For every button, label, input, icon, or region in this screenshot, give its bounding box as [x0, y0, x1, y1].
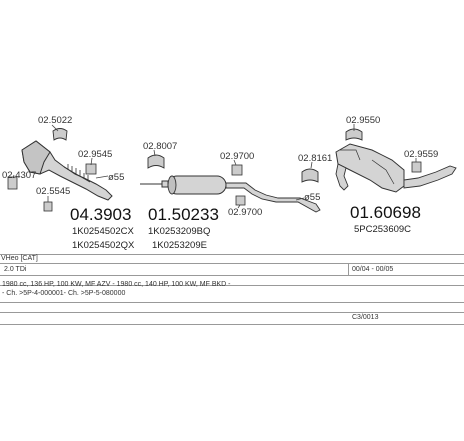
leader-line	[310, 161, 313, 169]
flex-section	[63, 164, 91, 183]
table-divider	[0, 285, 464, 286]
ref-number: 02.9545	[78, 149, 112, 160]
oe-number: 1K0253209BQ	[148, 226, 210, 237]
leader-line	[237, 204, 241, 209]
ref-number: 02.9700	[220, 151, 254, 162]
table-divider	[0, 254, 464, 255]
pipe-diameter: ø55	[108, 172, 124, 183]
main-part-number: 04.3903	[70, 205, 131, 224]
middle-section: 02.8007 02.9700 02.9700 ø55 01.50233 1K0…	[140, 141, 321, 251]
clamp-part	[345, 128, 363, 141]
leader-line	[153, 149, 156, 157]
gasket-part	[301, 168, 319, 183]
leader-line	[233, 159, 237, 166]
clamp-part	[52, 128, 68, 141]
rear-tail-pipe	[403, 165, 457, 189]
ref-number: 02.8161	[298, 153, 332, 164]
ref-number: 02.4307	[2, 170, 36, 181]
main-part-number: 01.50233	[148, 205, 219, 224]
vehicle-label: VHeo [CAT]	[1, 255, 38, 262]
middle-pipe-part	[140, 180, 169, 188]
silencer-body	[167, 175, 227, 195]
bracket-part	[85, 163, 97, 175]
ref-number: 02.8007	[143, 141, 177, 152]
rear-inlet-pipe	[335, 163, 349, 191]
table-divider	[0, 324, 464, 325]
front-section: 02.5022 02.9545 02.4307 02.5545 ø55 04.3…	[2, 115, 135, 251]
date-range: 00/04 - 00/05	[352, 266, 394, 273]
hanger-part	[235, 195, 246, 206]
table-column-divider	[348, 263, 349, 275]
oe-number: 5PC253609C	[354, 224, 411, 235]
gasket-part	[7, 176, 18, 190]
table-divider	[0, 275, 464, 276]
table-divider	[0, 302, 464, 303]
engine-label: 2.0 TDi	[4, 266, 27, 273]
pipe-diameter: ø55	[304, 192, 320, 203]
catalyst-body	[21, 140, 51, 175]
hanger-part	[43, 201, 53, 212]
oe-number: 1K0253209E	[152, 240, 207, 251]
ref-number: 02.5022	[38, 115, 72, 126]
oe-number: 1K0254502CX	[72, 226, 134, 237]
ref-number: 02.5545	[36, 186, 70, 197]
leader-line	[51, 124, 59, 132]
rear-silencer-body	[335, 143, 405, 193]
rear-silencer-shell	[340, 149, 395, 185]
rear-section: 02.9550 02.8161 02.9559 01.60698 5PC2536…	[298, 115, 457, 235]
leader-line	[12, 174, 15, 179]
bracket-part	[411, 161, 422, 173]
hanger-part	[231, 164, 243, 176]
ref-number: 02.9700	[228, 207, 262, 218]
chassis-range: - Ch. >5P-4-000001- Ch. >5P-5-080000	[2, 290, 126, 297]
table-divider	[0, 312, 464, 313]
engine-specs: 1980 cc, 136 HP, 100 KW, MF AZV - 1980 c…	[2, 281, 231, 288]
ref-number: 02.9550	[346, 115, 380, 126]
clamp-part	[147, 154, 165, 169]
tail-pipe-part	[225, 182, 321, 213]
ref-number: 02.9559	[404, 149, 438, 160]
leader-line	[90, 157, 93, 166]
oe-number: 1K0254502QX	[72, 240, 135, 251]
catalog-code: C3/0013	[352, 314, 379, 321]
leader-line	[295, 197, 305, 201]
table-divider	[0, 263, 464, 264]
leader-line	[95, 175, 109, 179]
main-part-number: 01.60698	[350, 203, 421, 222]
